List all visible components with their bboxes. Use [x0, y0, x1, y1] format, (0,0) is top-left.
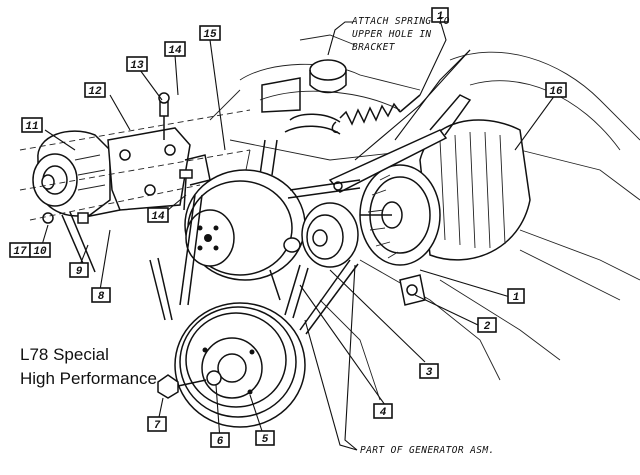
svg-text:1: 1	[437, 11, 444, 23]
callout-9: 9	[69, 262, 89, 278]
callout-17: 17	[9, 242, 31, 258]
svg-text:8: 8	[98, 291, 105, 303]
alternator	[359, 94, 531, 306]
spring-note-line3: BRACKET	[352, 42, 396, 53]
callout-12: 12	[84, 82, 106, 98]
svg-text:13: 13	[130, 60, 144, 72]
callout-15: 15	[199, 25, 221, 41]
callout-7: 7	[147, 416, 167, 432]
crank-bolt	[157, 374, 207, 399]
svg-text:15: 15	[203, 29, 217, 41]
callout-1-top: 1	[431, 7, 449, 23]
spring	[331, 94, 421, 134]
svg-text:1: 1	[513, 292, 520, 304]
svg-text:6: 6	[217, 436, 224, 448]
svg-text:3: 3	[426, 367, 433, 379]
callout-6: 6	[210, 432, 230, 448]
svg-text:14: 14	[151, 211, 165, 223]
callout-14-top: 14	[164, 41, 186, 57]
spring-note: ATTACH SPRING TO UPPER HOLE IN BRACKET	[351, 16, 450, 53]
svg-text:4: 4	[380, 407, 387, 419]
water-pump-pulley	[184, 169, 306, 281]
leader-lines	[41, 19, 556, 451]
svg-text:2: 2	[484, 321, 491, 333]
svg-text:17: 17	[13, 246, 27, 258]
crankshaft-pulley	[174, 302, 306, 428]
svg-text:11: 11	[25, 121, 38, 133]
pump-bracket	[107, 127, 211, 211]
svg-text:16: 16	[549, 86, 563, 98]
callout-14-mid: 14	[147, 207, 169, 223]
callout-4: 4	[373, 403, 393, 419]
callout-5: 5	[255, 430, 275, 446]
callout-11: 11	[21, 117, 43, 133]
callout-13: 13	[126, 56, 148, 72]
generator-pulley	[283, 202, 359, 268]
air-pump	[32, 130, 111, 217]
svg-text:5: 5	[262, 434, 269, 446]
callout-16: 16	[545, 82, 567, 98]
callout-1-right: 1	[507, 288, 525, 304]
svg-text:10: 10	[33, 246, 47, 258]
callout-2: 2	[477, 317, 497, 333]
spring-note-line1: ATTACH SPRING TO	[351, 16, 450, 27]
center-lines	[19, 109, 251, 221]
callout-8: 8	[91, 287, 111, 303]
thermostat-housing	[261, 59, 347, 113]
svg-text:7: 7	[154, 420, 161, 432]
spring-note-line2: UPPER HOLE IN	[352, 29, 432, 40]
callout-10: 10	[29, 242, 51, 258]
upper-hose	[259, 113, 341, 176]
svg-text:12: 12	[88, 86, 102, 98]
generator-note: PART OF GENERATOR ASM.	[360, 445, 495, 456]
callout-3: 3	[419, 363, 439, 379]
drive-belts	[149, 179, 361, 335]
svg-text:9: 9	[76, 266, 83, 278]
caption-line2: High Performance	[20, 369, 157, 388]
caption-line1: L78 Special	[20, 345, 109, 364]
svg-text:14: 14	[168, 45, 182, 57]
